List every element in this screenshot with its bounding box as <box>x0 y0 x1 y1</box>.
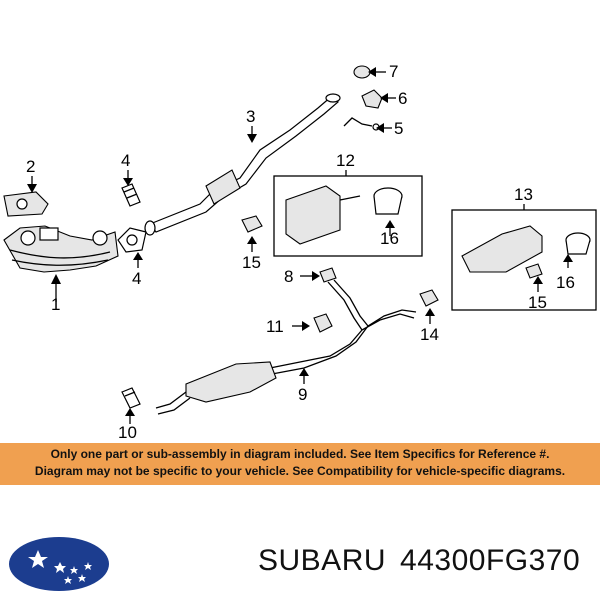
rear-muffler-right-part <box>461 225 591 279</box>
callout-16a: 16 <box>380 229 399 248</box>
callout-16b: 16 <box>556 273 575 292</box>
muffler-box-12 <box>273 175 423 257</box>
callout-12: 12 <box>336 151 355 170</box>
callout-7: 6 <box>398 89 407 108</box>
part-title: SUBARU 44300FG370 <box>258 544 594 578</box>
manifold-gasket-part <box>3 191 49 217</box>
callout-9: 9 <box>298 385 307 404</box>
gasket-ring-part <box>353 65 371 79</box>
front-pipe-part <box>144 93 341 236</box>
flange-gasket-part <box>117 227 147 253</box>
rear-muffler-left-part <box>285 185 403 245</box>
exhaust-manifold-part <box>3 225 119 273</box>
callout-13: 13 <box>514 185 533 204</box>
callout-15a: 15 <box>242 253 261 272</box>
callout-10: 10 <box>118 423 137 440</box>
callout-15b: 15 <box>528 293 547 312</box>
callout-3: 3 <box>246 107 255 126</box>
callout-2: 2 <box>26 157 35 176</box>
bracket-part <box>361 89 383 109</box>
footer: SUBARU 44300FG370 <box>0 528 600 600</box>
hanger-rubber-part <box>313 313 333 333</box>
brand-name: SUBARU <box>258 544 387 577</box>
callout-6: 5 <box>394 119 403 138</box>
notice-line-2: Diagram may not be specific to your vehi… <box>34 464 566 478</box>
muffler-box-13 <box>451 209 597 311</box>
exhaust-system-diagram: 1 2 4 4 3 5 6 <box>3 62 597 440</box>
bolt-part-10 <box>121 387 141 409</box>
stud-part <box>121 183 141 207</box>
subaru-logo-icon <box>9 537 109 591</box>
callout-5: 4 <box>121 151 130 170</box>
hanger-part-14 <box>419 289 439 307</box>
oxygen-sensor-part <box>343 117 380 131</box>
part-number: 44300FG370 <box>400 544 581 577</box>
notice-line-1: Only one part or sub-assembly in diagram… <box>50 447 550 461</box>
callout-11: 11 <box>266 317 284 336</box>
callout-4: 4 <box>132 269 141 288</box>
callout-14: 14 <box>420 325 439 344</box>
reference-notice-banner: Only one part or sub-assembly in diagram… <box>0 443 600 485</box>
callout-8b: 8 <box>284 267 293 286</box>
callout-8: 7 <box>389 62 398 81</box>
grommet-part <box>241 215 263 233</box>
callout-1: 1 <box>51 295 60 314</box>
center-pipe-part <box>155 267 417 415</box>
